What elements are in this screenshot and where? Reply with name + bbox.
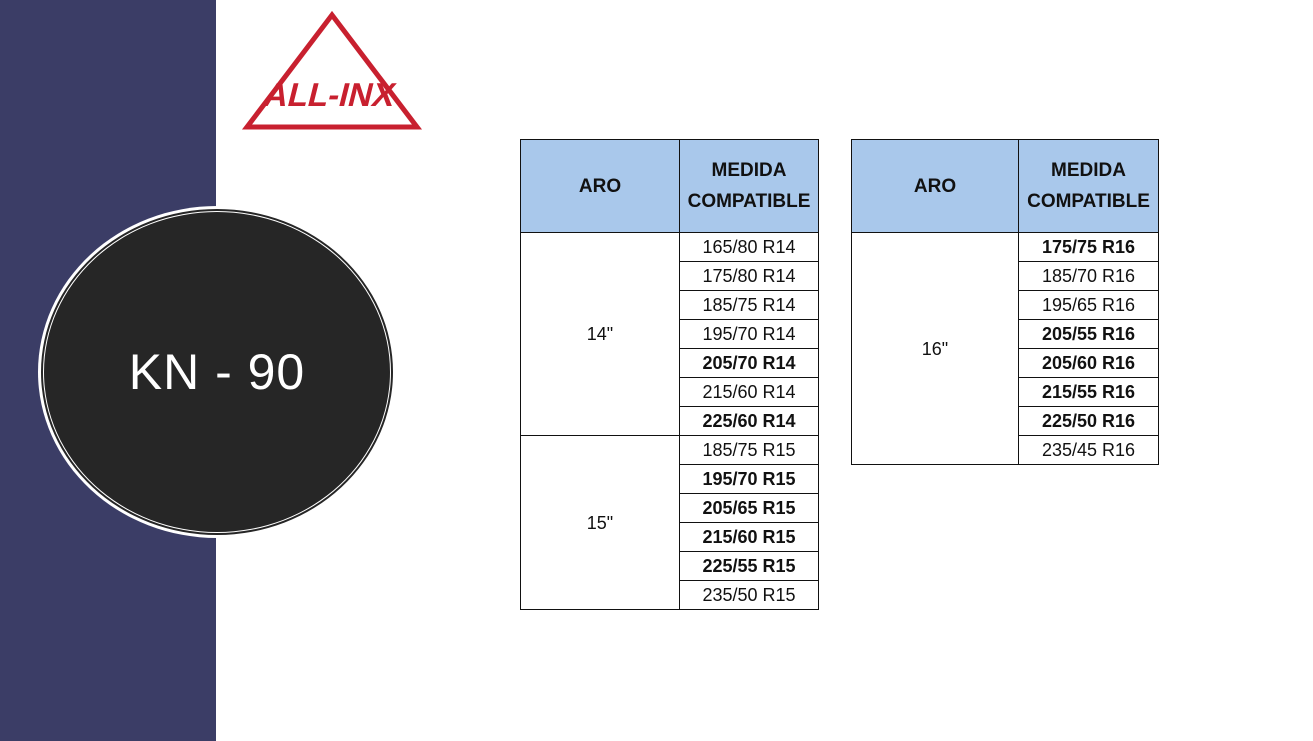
badge-border (41, 209, 393, 535)
size-cell: 195/65 R16 (1018, 290, 1159, 320)
header-aro: ARO (520, 139, 680, 233)
size-cell: 195/70 R15 (679, 464, 819, 494)
table-row: 205/60 R16 (852, 348, 1159, 378)
size-cell: 205/60 R16 (1018, 348, 1159, 378)
size-cell: 235/45 R16 (1018, 435, 1159, 465)
aro-cell: 14" (520, 232, 680, 436)
header-aro: ARO (851, 139, 1019, 233)
size-cell: 215/55 R16 (1018, 377, 1159, 407)
logo-text: ALL-INX (260, 77, 400, 113)
table-row: 15"185/75 R15 (520, 435, 819, 610)
header-medida-line2: COMPATIBLE (687, 191, 811, 212)
table-row: 205/65 R15 (521, 493, 819, 523)
size-cell: 205/55 R16 (1018, 319, 1159, 349)
size-cell: 195/70 R14 (679, 319, 819, 349)
size-cell: 205/70 R14 (679, 348, 819, 378)
all-inx-logo: ALL-INX (241, 10, 423, 130)
size-cell: 185/70 R16 (1018, 261, 1159, 291)
table-row: 215/60 R14 (521, 377, 819, 407)
table-row: 225/60 R14 (521, 406, 819, 436)
table-row: 195/70 R14 (521, 319, 819, 349)
table-row: 205/55 R16 (852, 319, 1159, 349)
size-cell: 165/80 R14 (679, 232, 819, 262)
table-row: 235/50 R15 (521, 580, 819, 610)
size-cell: 175/80 R14 (679, 261, 819, 291)
table-row: 14"165/80 R14 (520, 232, 819, 436)
size-cell: 225/50 R16 (1018, 406, 1159, 436)
size-cell: 185/75 R15 (679, 435, 819, 465)
table-row: 195/65 R16 (852, 290, 1159, 320)
aro-cell: 15" (520, 435, 680, 610)
size-cell: 175/75 R16 (1018, 232, 1159, 262)
aro-cell: 16" (851, 232, 1019, 465)
header-medida-line1: MEDIDA (711, 160, 787, 181)
table-row: 205/70 R14 (521, 348, 819, 378)
size-cell: 215/60 R15 (679, 522, 819, 552)
header-medida-line1: MEDIDA (1051, 160, 1126, 181)
table-row: 195/70 R15 (521, 464, 819, 494)
size-cell: 185/75 R14 (679, 290, 819, 320)
header-medida: MEDIDA COMPATIBLE (679, 139, 819, 233)
table-row: 16"175/75 R16 (851, 232, 1159, 465)
size-cell: 225/60 R14 (679, 406, 819, 436)
size-cell: 205/65 R15 (679, 493, 819, 523)
table-row: 225/55 R15 (521, 551, 819, 581)
table-row: 185/70 R16 (852, 261, 1159, 291)
table-row: 215/55 R16 (852, 377, 1159, 407)
size-cell: 235/50 R15 (679, 580, 819, 610)
size-cell: 215/60 R14 (679, 377, 819, 407)
table-row: 215/60 R15 (521, 522, 819, 552)
table-row: 175/80 R14 (521, 261, 819, 291)
table-header-row: ARO MEDIDA COMPATIBLE (851, 139, 1159, 233)
table-row: 225/50 R16 (852, 406, 1159, 436)
header-medida-line2: COMPATIBLE (1027, 191, 1150, 212)
table-row: 235/45 R16 (852, 435, 1159, 465)
table-header-row: ARO MEDIDA COMPATIBLE (520, 139, 819, 233)
table-row: 185/75 R14 (521, 290, 819, 320)
size-cell: 225/55 R15 (679, 551, 819, 581)
header-medida: MEDIDA COMPATIBLE (1018, 139, 1159, 233)
